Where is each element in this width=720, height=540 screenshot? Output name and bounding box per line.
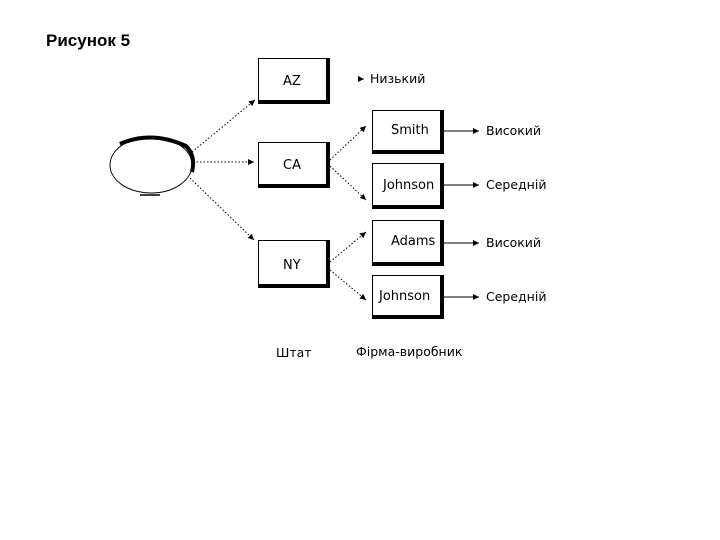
firm-node-adams: Adams <box>372 220 444 266</box>
firm-node-johnson-1: Johnson <box>372 163 444 209</box>
firm-node-johnson-2: Johnson <box>372 275 444 319</box>
outcome-adams: Високий <box>486 235 542 250</box>
state-label: AZ <box>283 74 301 89</box>
state-label: NY <box>283 258 301 273</box>
firm-label: Smith <box>391 123 429 138</box>
root-node-shadow <box>119 135 196 173</box>
edge-root-az <box>191 99 256 153</box>
outcome-smith: Високий <box>486 123 542 138</box>
edge-ny-johnson <box>329 269 367 301</box>
state-node-ny: NY <box>258 240 330 288</box>
figure-caption: Рисунок 5 <box>46 31 131 50</box>
state-node-ca: CA <box>258 142 330 188</box>
firm-label: Johnson <box>383 178 435 193</box>
outcome-johnson-2: Середній <box>486 289 547 304</box>
state-label: CA <box>283 158 301 173</box>
outcome-johnson-1: Середній <box>486 177 547 192</box>
edge-ca-johnson <box>329 165 367 201</box>
firm-node-smith: Smith <box>372 110 444 154</box>
outcome-az: Низький <box>370 71 426 86</box>
edge-root-ny <box>189 177 255 241</box>
edge-ca-smith <box>329 125 367 161</box>
firm-label: Johnson <box>379 289 431 304</box>
state-node-az: AZ <box>258 58 330 104</box>
state-column-label: Штат <box>276 345 312 360</box>
firm-column-label: Фірма-виробник <box>356 344 463 359</box>
edge-ny-adams <box>329 231 367 263</box>
firm-label: Adams <box>391 234 436 249</box>
